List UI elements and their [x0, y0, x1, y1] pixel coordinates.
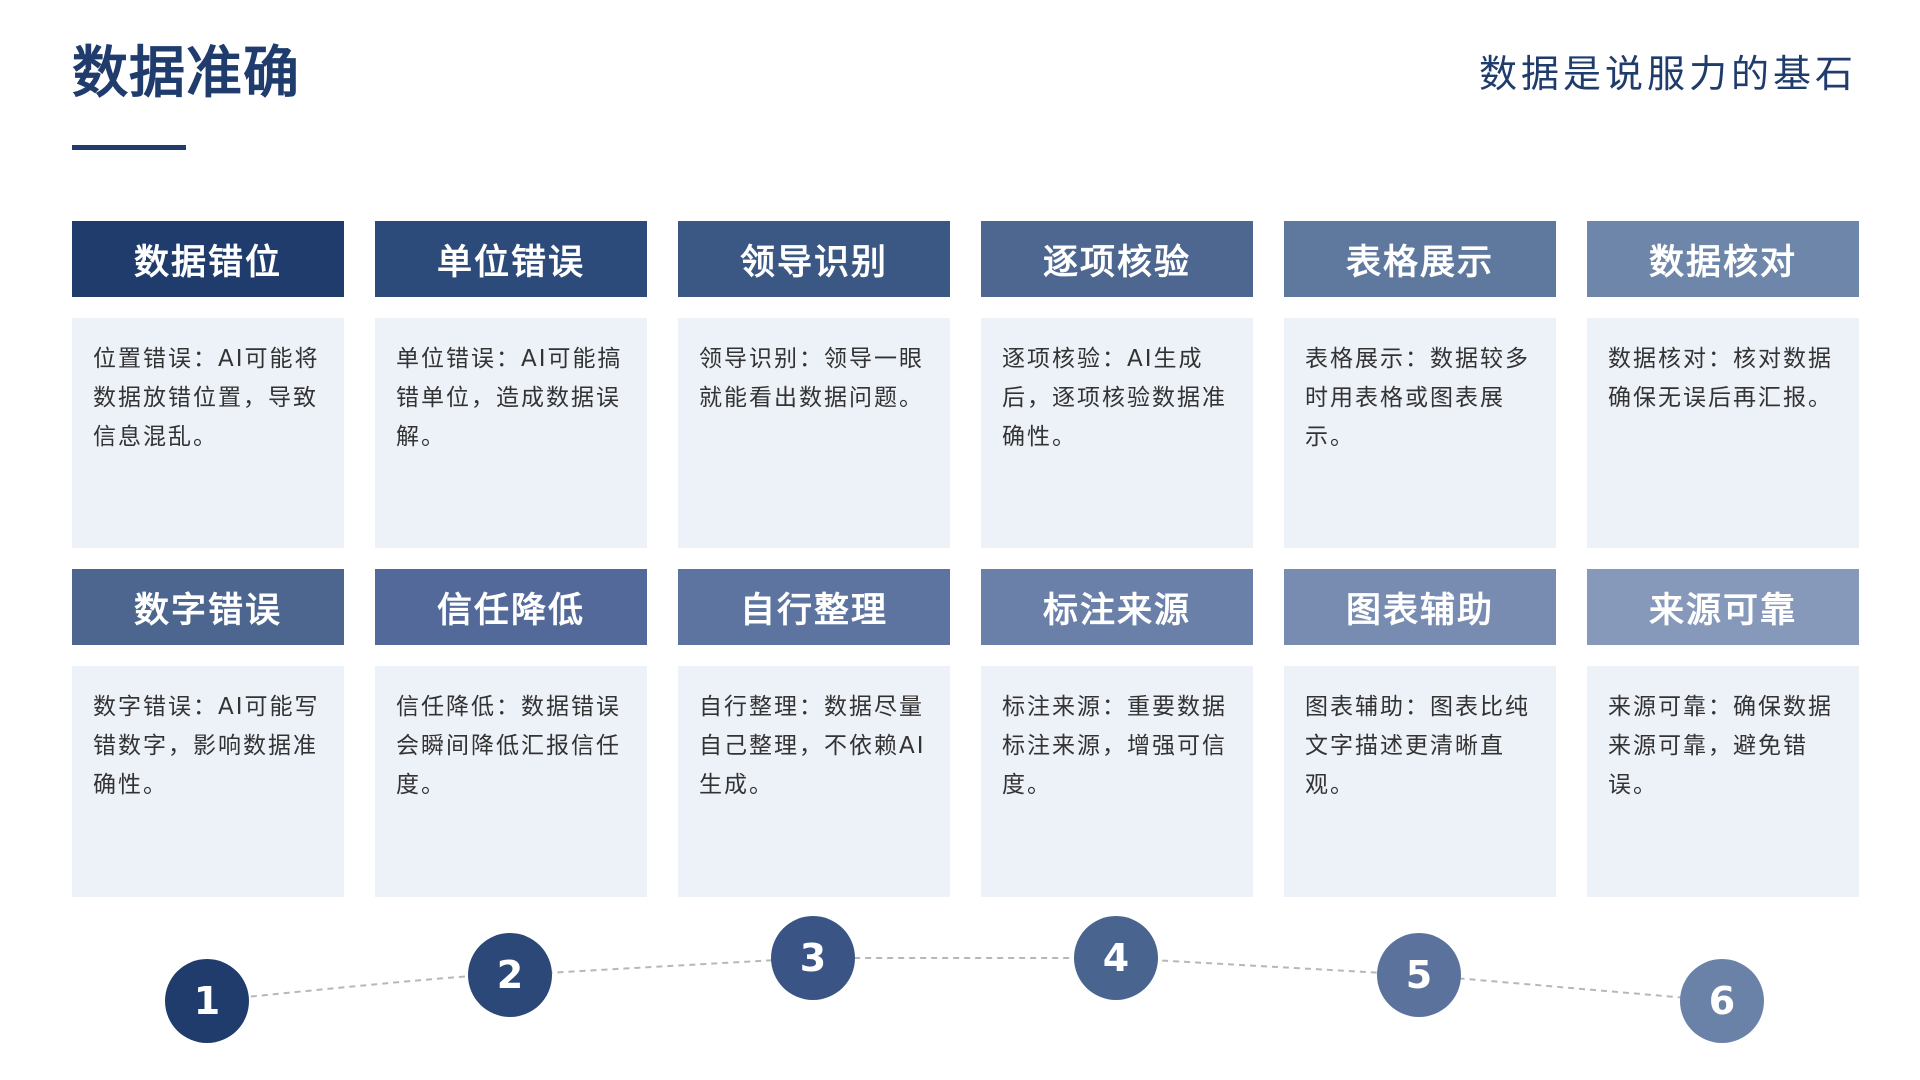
card-header: 信任降低 [375, 569, 647, 645]
card-4: 逐项核验 逐项核验：AI生成后，逐项核验数据准确性。 [981, 221, 1253, 548]
timeline-dashed-line [206, 957, 1723, 1002]
card-body: 单位错误：AI可能搞错单位，造成数据误解。 [375, 318, 647, 548]
card-9: 自行整理 自行整理：数据尽量自己整理，不依赖AI生成。 [678, 569, 950, 897]
card-12: 来源可靠 来源可靠：确保数据来源可靠，避免错误。 [1587, 569, 1859, 897]
card-6: 数据核对 数据核对：核对数据确保无误后再汇报。 [1587, 221, 1859, 548]
card-body: 逐项核验：AI生成后，逐项核验数据准确性。 [981, 318, 1253, 548]
card-body: 数字错误：AI可能写错数字，影响数据准确性。 [72, 666, 344, 897]
card-3: 领导识别 领导识别：领导一眼就能看出数据问题。 [678, 221, 950, 548]
card-header: 数据核对 [1587, 221, 1859, 297]
card-header: 自行整理 [678, 569, 950, 645]
card-header: 标注来源 [981, 569, 1253, 645]
card-header: 单位错误 [375, 221, 647, 297]
card-body: 数据核对：核对数据确保无误后再汇报。 [1587, 318, 1859, 548]
card-body: 信任降低：数据错误会瞬间降低汇报信任度。 [375, 666, 647, 897]
step-circle: 4 [1074, 916, 1158, 1000]
page-subtitle: 数据是说服力的基石 [1478, 52, 1857, 96]
card-body: 领导识别：领导一眼就能看出数据问题。 [678, 318, 950, 548]
card-body: 位置错误：AI可能将数据放错位置，导致信息混乱。 [72, 318, 344, 548]
card-1: 数据错位 位置错误：AI可能将数据放错位置，导致信息混乱。 [72, 221, 344, 548]
card-body: 图表辅助：图表比纯文字描述更清晰直观。 [1284, 666, 1556, 897]
card-body: 表格展示：数据较多时用表格或图表展示。 [1284, 318, 1556, 548]
card-5: 表格展示 表格展示：数据较多时用表格或图表展示。 [1284, 221, 1556, 548]
card-body: 自行整理：数据尽量自己整理，不依赖AI生成。 [678, 666, 950, 897]
card-header: 数字错误 [72, 569, 344, 645]
card-body: 标注来源：重要数据标注来源，增强可信度。 [981, 666, 1253, 897]
card-7: 数字错误 数字错误：AI可能写错数字，影响数据准确性。 [72, 569, 344, 897]
card-header: 领导识别 [678, 221, 950, 297]
card-header: 数据错位 [72, 221, 344, 297]
card-8: 信任降低 信任降低：数据错误会瞬间降低汇报信任度。 [375, 569, 647, 897]
card-2: 单位错误 单位错误：AI可能搞错单位，造成数据误解。 [375, 221, 647, 548]
page-title: 数据准确 [72, 41, 300, 106]
card-body: 来源可靠：确保数据来源可靠，避免错误。 [1587, 666, 1859, 897]
step-circle: 6 [1680, 959, 1764, 1043]
title-underline [72, 145, 186, 150]
card-header: 来源可靠 [1587, 569, 1859, 645]
card-11: 图表辅助 图表辅助：图表比纯文字描述更清晰直观。 [1284, 569, 1556, 897]
card-header: 逐项核验 [981, 221, 1253, 297]
step-circle: 1 [165, 959, 249, 1043]
card-header: 图表辅助 [1284, 569, 1556, 645]
step-circle: 5 [1377, 933, 1461, 1017]
step-circle: 2 [468, 933, 552, 1017]
step-circle: 3 [771, 916, 855, 1000]
card-10: 标注来源 标注来源：重要数据标注来源，增强可信度。 [981, 569, 1253, 897]
card-header: 表格展示 [1284, 221, 1556, 297]
